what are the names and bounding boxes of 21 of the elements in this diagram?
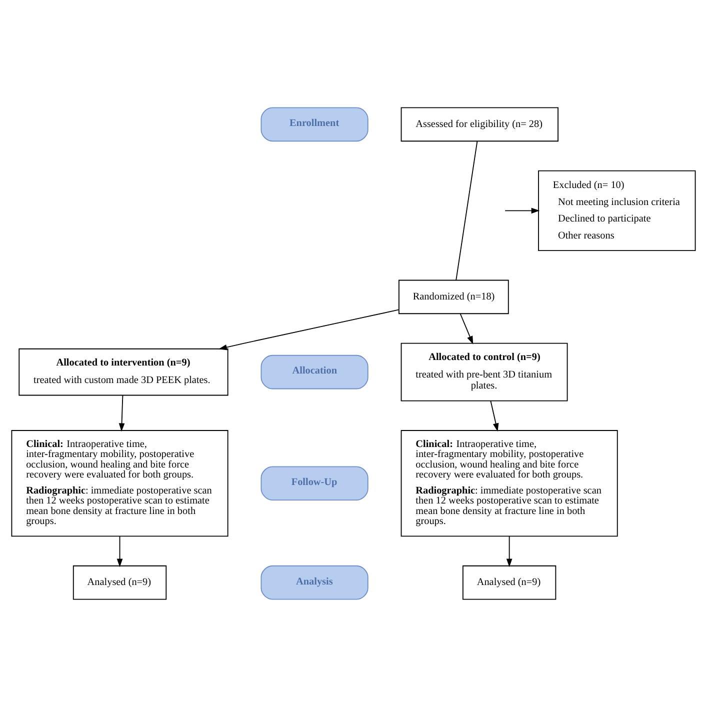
node-box: Follow-Up [260, 466, 368, 500]
node-box: Analysed (n=9) [462, 565, 556, 600]
node-box: Allocation [260, 354, 368, 390]
node-box: Clinical: Intraoperative time, inter-fragmentary mobility, postoperative occlusion, wound healing and bite force recovery were evaluated for both groups. Radiographic: immediate postoperative scan then 12 weeks postoperative scan to estimate mean bone density at fracture line in both groups. [400, 430, 618, 537]
node-box: Randomized (n=18) [398, 280, 509, 314]
node-box: Clinical: Intraoperative time, inter-fragmentary mobility, postoperative occlusion, wound healing and bite force recovery were evaluated for both groups. Radiographic: immediate postoperative scan then 12 weeks postoperative scan to estimate mean bone density at fracture line in both groups. [11, 430, 228, 537]
node-box: Analysed (n=9) [72, 565, 167, 600]
node-box: Excluded (n= 10) Not meeting inclusion criteria Declined to participate Other reasons [538, 170, 696, 251]
node-box: Analysis [260, 565, 368, 600]
arrow [490, 400, 499, 432]
arrow [506, 536, 512, 568]
connector [456, 140, 478, 281]
arrow [118, 394, 125, 432]
node-box: Assessed for eligibility (n= 28) [400, 107, 558, 142]
node-box: Allocated to intervention (n=9) treated with custom made 3D PEEK plates. [18, 348, 228, 396]
arrow [116, 536, 123, 568]
arrow [504, 208, 540, 214]
node-box: Enrollment [260, 107, 368, 142]
node-box: Allocated to control (n=9) treated with pre-bent 3D titanium plates. [400, 342, 568, 402]
arrow [460, 313, 474, 344]
arrow [218, 309, 400, 350]
